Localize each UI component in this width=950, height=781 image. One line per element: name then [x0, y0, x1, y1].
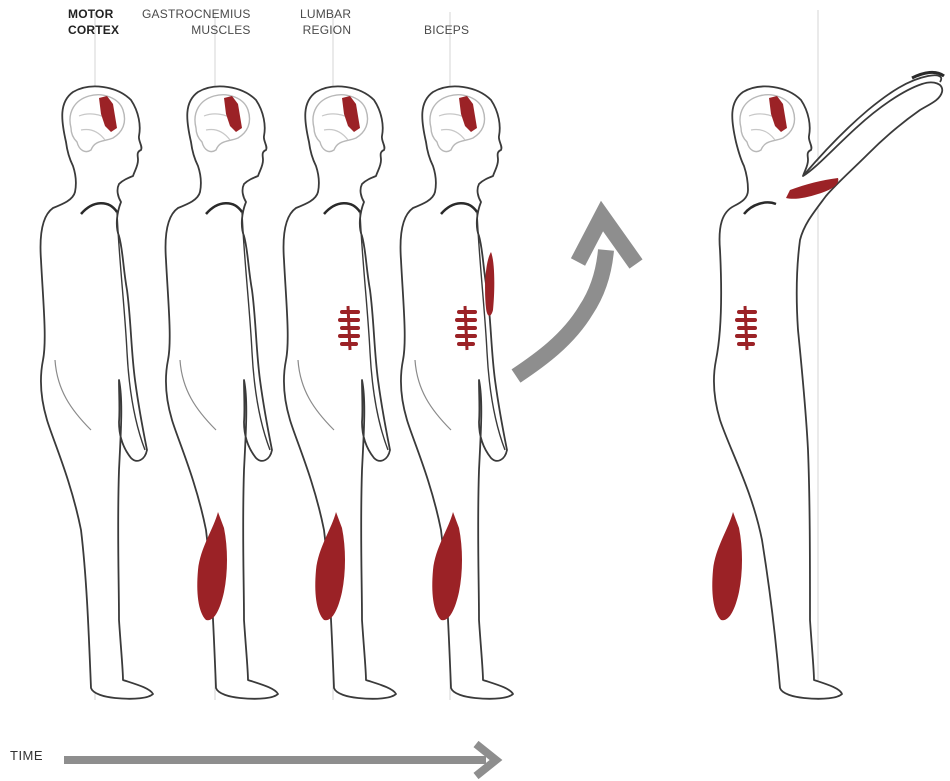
- figure-1: [41, 86, 154, 698]
- label-gastrocnemius-line-2: MUSCLES: [142, 22, 251, 38]
- figure-2: [166, 86, 279, 698]
- label-gastrocnemius-line-1: GASTROCNEMIUS: [142, 6, 251, 22]
- lumbar-highlight: [338, 306, 360, 350]
- figure-5-arms-raised: [712, 72, 944, 698]
- label-biceps: BICEPS: [424, 22, 469, 38]
- label-lumbar: LUMBAR REGION: [300, 6, 351, 38]
- figure-4: [401, 86, 514, 698]
- time-arrow: [64, 744, 496, 776]
- label-biceps-line-1: BICEPS: [424, 22, 469, 38]
- transition-arrow: [516, 216, 636, 376]
- biceps-highlight: [485, 252, 494, 316]
- label-lumbar-line-2: REGION: [300, 22, 351, 38]
- label-gastrocnemius: GASTROCNEMIUS MUSCLES: [142, 6, 251, 38]
- label-lumbar-line-1: LUMBAR: [300, 6, 351, 22]
- figure-3: [284, 86, 397, 698]
- label-motor-cortex: MOTOR CORTEX: [68, 6, 119, 38]
- label-motor-cortex-line-1: MOTOR: [68, 6, 119, 22]
- time-label: TIME: [10, 748, 43, 763]
- label-motor-cortex-line-2: CORTEX: [68, 22, 119, 38]
